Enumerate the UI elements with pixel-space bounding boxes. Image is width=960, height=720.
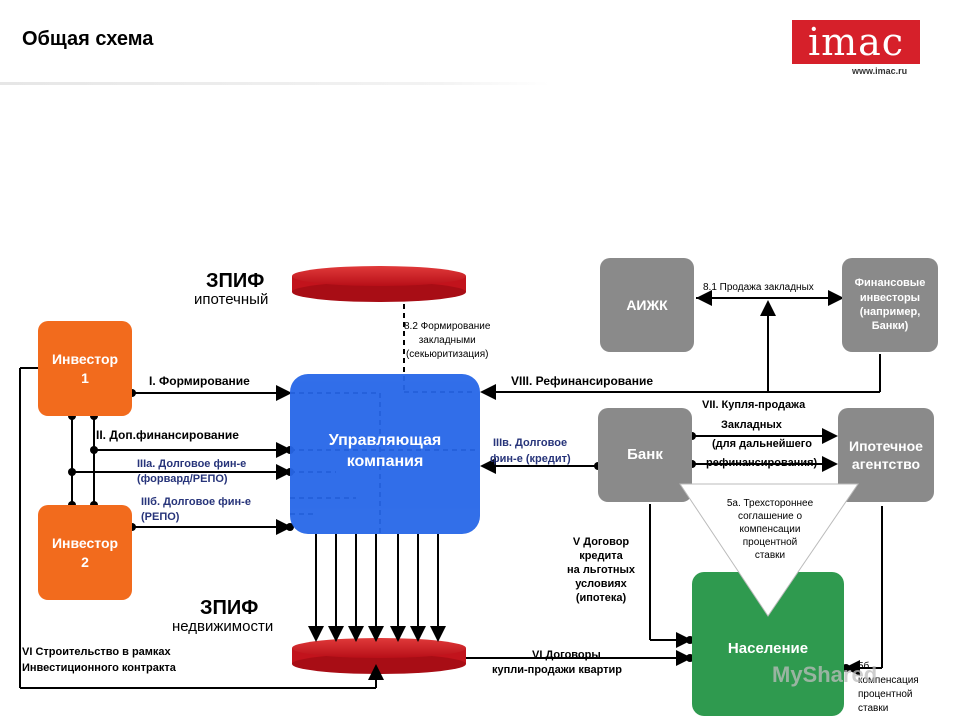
construction-label-1: VI Строительство в рамках: [22, 646, 171, 658]
construction-label-2: Инвестиционного контракта: [22, 662, 176, 674]
debt-credit-label-2: фин-е (кредит): [490, 453, 571, 465]
debt-repo-label-1: IIIб. Долговое фин-е: [141, 496, 251, 508]
credit-agreement-label: V Договор кредита на льготных условиях (…: [567, 536, 635, 604]
purchase-label-4: рефинансирования): [706, 457, 818, 469]
purchase-label-1: VII. Купля-продажа: [702, 399, 806, 411]
purchase-label-2: Закладных: [721, 419, 782, 431]
page-title: Общая схема: [22, 28, 154, 50]
financial-investors-label: Финансовые инвесторы (например, Банки): [854, 277, 926, 333]
zpif-mortgage-disk: [292, 266, 466, 302]
imac-logo: imac: [792, 20, 920, 64]
bank-node: Банк: [598, 408, 692, 502]
zpif-realty-disk: [292, 638, 466, 674]
purchase-label-3: (для дальнейшего: [712, 438, 812, 450]
watermark: MyShared: [772, 662, 878, 687]
zpif-mortgage-title: ЗПИФ: [206, 270, 265, 292]
sale-mortgages-label: 8.1 Продажа закладных: [703, 282, 814, 293]
aizhk-label: АИЖК: [626, 296, 668, 313]
mortgage-agency-label: Ипотечное агентство: [849, 437, 923, 472]
investor-1-node: Инвестор 1: [38, 321, 132, 416]
investor-2-label: Инвестор 2: [51, 535, 119, 570]
tripartite-label: 5а. Трехстороннее соглашение о компенсац…: [726, 498, 814, 561]
refinancing-label: VIII. Рефинансирование: [511, 374, 654, 388]
investor-1-label: Инвестор 1: [51, 351, 119, 386]
debt-forward-label-1: IIIа. Долговое фин-е: [137, 458, 247, 470]
financial-investors-node: Финансовые инвесторы (например, Банки): [842, 258, 938, 352]
title-divider: [0, 82, 550, 85]
population-node: Население: [692, 572, 844, 716]
mortgage-agency-node: Ипотечное агентство: [838, 408, 934, 502]
logo-url: www.imac.ru: [852, 66, 908, 76]
add-financing-label: II. Доп.финансирование: [96, 428, 239, 442]
population-label: Население: [727, 640, 809, 658]
management-company-label: Управляющая компания: [328, 432, 442, 470]
zpif-mortgage-subtitle: ипотечный: [194, 291, 269, 308]
debt-credit-label-1: IIIв. Долговое: [493, 437, 568, 449]
management-company-node: Управляющая компания: [290, 374, 480, 534]
investor-2-node: Инвестор 2: [38, 505, 132, 600]
formation-label: I. Формирование: [149, 374, 250, 388]
compensation-label: 5б. компенсация процентной ставки: [858, 661, 919, 714]
bank-label: Банк: [627, 446, 663, 464]
formation-mortgages-label: 8.2 Формирование закладными (секьюритиза…: [404, 321, 491, 360]
debt-forward-label-2: (форвард/РЕПО): [137, 473, 228, 485]
aizhk-node: АИЖК: [600, 258, 694, 352]
sale-contracts-label-2: купли-продажи квартир: [492, 664, 623, 676]
debt-repo-label-2: (РЕПО): [141, 511, 180, 523]
sale-contracts-label-1: VI Договоры: [532, 649, 601, 661]
zpif-realty-title: ЗПИФ: [200, 597, 259, 619]
zpif-realty-subtitle: недвижимости: [172, 618, 274, 635]
